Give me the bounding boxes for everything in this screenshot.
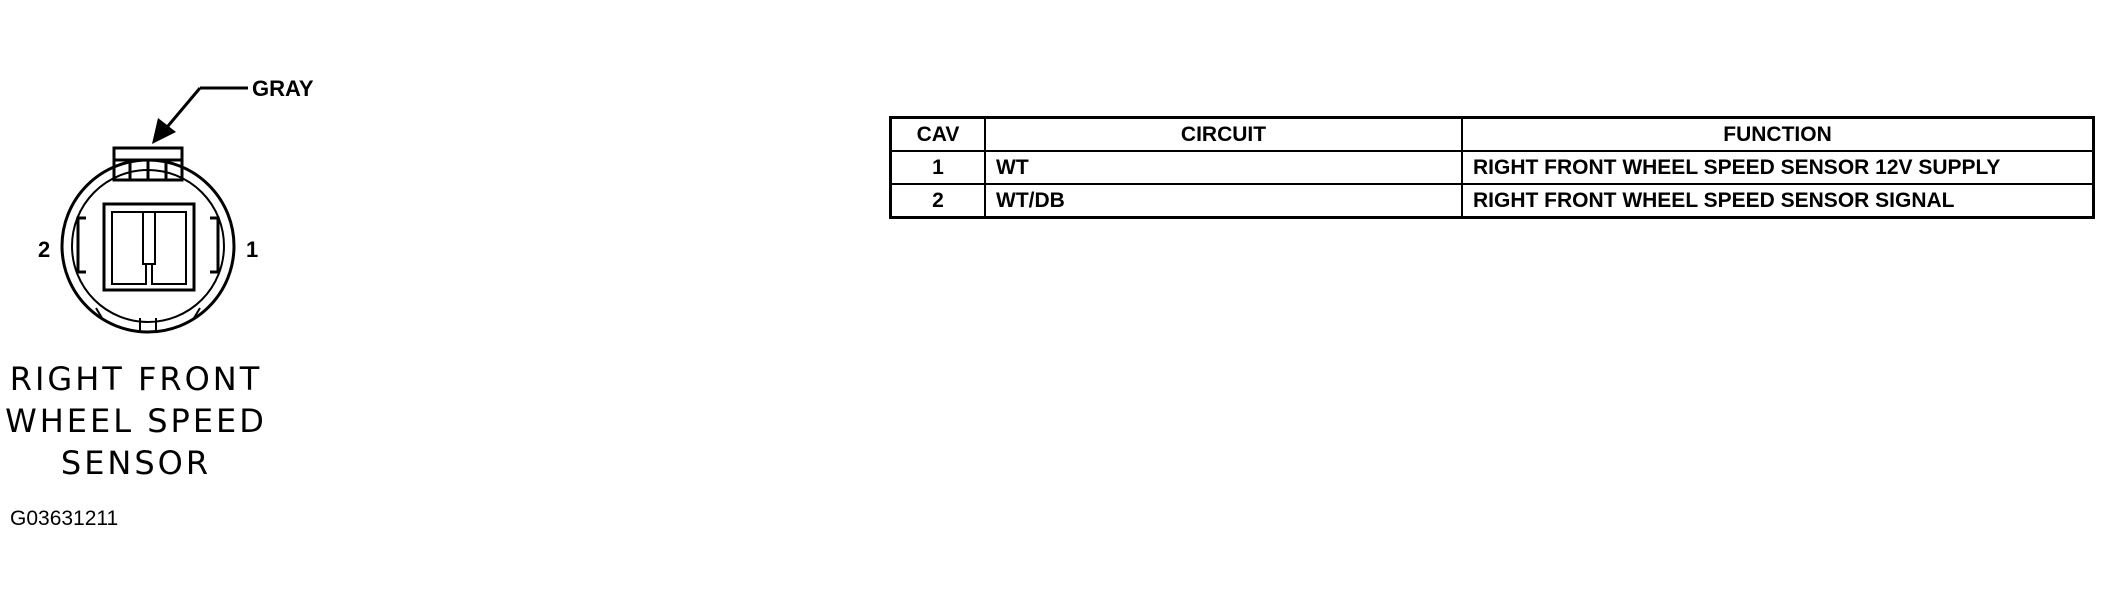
- header-circuit: CIRCUIT: [984, 116, 1463, 152]
- table-header-row: CAV CIRCUIT FUNCTION: [889, 116, 2095, 152]
- caption-line-1: RIGHT FRONT: [9, 360, 263, 398]
- cell-function: RIGHT FRONT WHEEL SPEED SENSOR SIGNAL: [1461, 183, 2095, 219]
- pin-label-2: 2: [38, 237, 50, 262]
- header-cav: CAV: [889, 116, 986, 152]
- connector-housing-inner: [71, 169, 225, 323]
- pinout-table: CAV CIRCUIT FUNCTION 1 WT RIGHT FRONT WH…: [889, 116, 2095, 219]
- table-row: 1 WT RIGHT FRONT WHEEL SPEED SENSOR 12V …: [889, 150, 2095, 185]
- caption-line-2: WHEEL SPEED: [5, 402, 267, 440]
- connector-keyway: [139, 318, 157, 332]
- connector-rim-notches: [95, 307, 201, 319]
- connector-color-label: GRAY: [252, 76, 314, 101]
- table-row: 2 WT/DB RIGHT FRONT WHEEL SPEED SENSOR S…: [889, 183, 2095, 219]
- header-function: FUNCTION: [1461, 116, 2095, 152]
- arrow-head: [152, 118, 176, 144]
- connector-side-ear-right: [210, 216, 220, 274]
- terminal-center-slot: [142, 211, 156, 265]
- terminal-cavity-2: [111, 211, 147, 285]
- cell-circuit: WT: [984, 150, 1463, 185]
- connector-side-ear-left: [76, 216, 86, 274]
- cell-cav: 1: [889, 150, 986, 185]
- cell-function: RIGHT FRONT WHEEL SPEED SENSOR 12V SUPPL…: [1461, 150, 2095, 185]
- cell-circuit: WT/DB: [984, 183, 1463, 219]
- terminal-cavity-1: [151, 211, 187, 285]
- gray-callout-arrow: [166, 86, 248, 127]
- connector-diagram: GRAY 2 1: [38, 76, 314, 334]
- connector-caption: RIGHT FRONT WHEEL SPEED SENSOR: [0, 358, 272, 484]
- figure-id: G03631211: [10, 507, 119, 530]
- pin-label-1: 1: [246, 237, 258, 262]
- connector-housing-outer: [60, 158, 236, 334]
- caption-line-3: SENSOR: [60, 444, 212, 482]
- cell-cav: 2: [889, 183, 986, 219]
